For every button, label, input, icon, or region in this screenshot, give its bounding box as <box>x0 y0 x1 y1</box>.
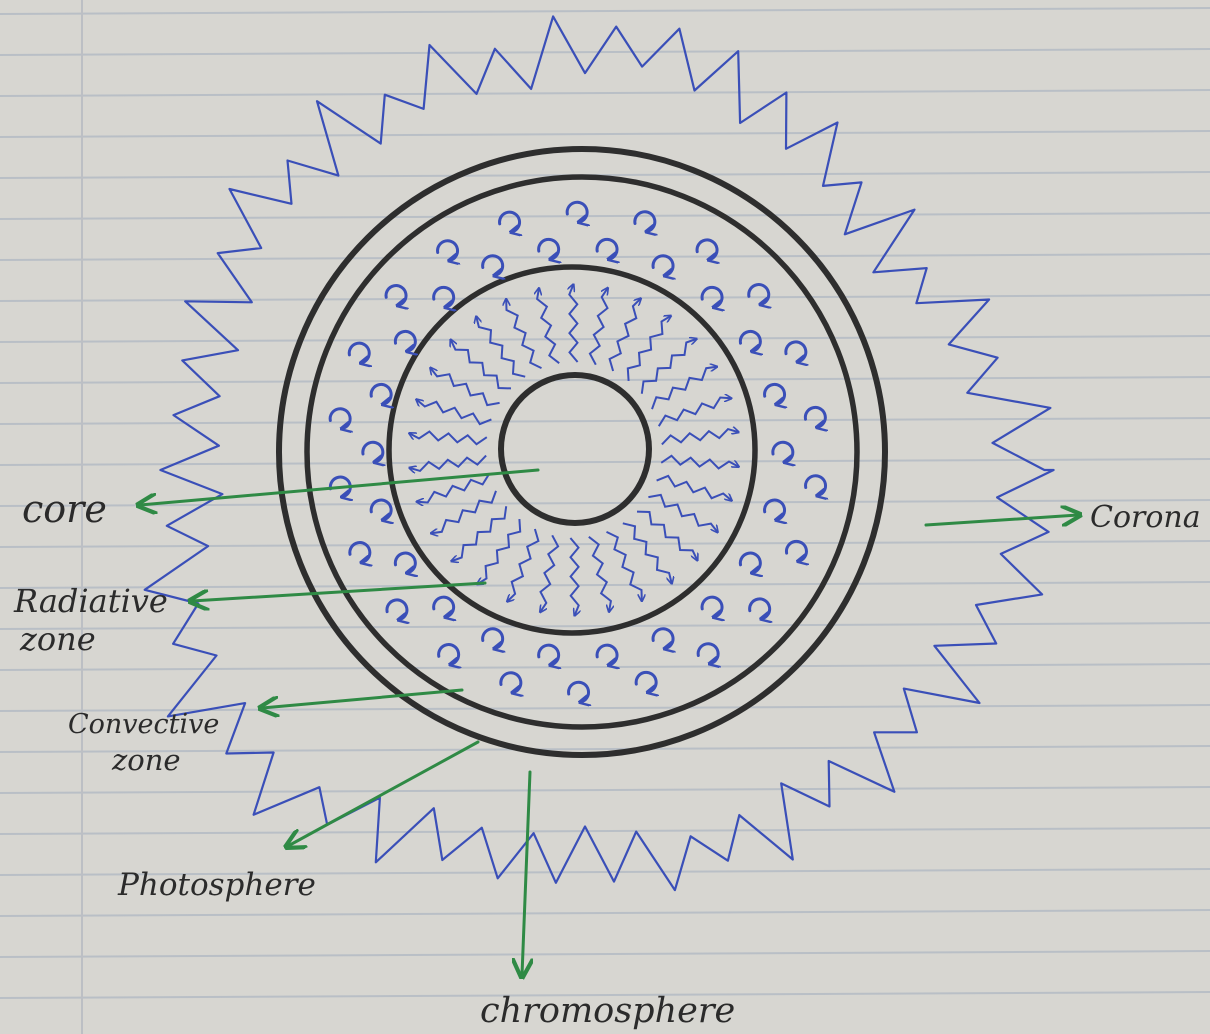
convection-curl-arrow <box>395 331 415 351</box>
ruled-line <box>0 49 1210 55</box>
label-core: core <box>22 487 107 531</box>
radiation-wavy-arrow <box>541 535 559 611</box>
corona-leader-arrow <box>926 515 1078 525</box>
ruled-line <box>0 828 1210 834</box>
radiation-wavy-arrow <box>410 432 487 445</box>
label-radiative-line2: zone <box>19 620 96 658</box>
convection-curl-arrow <box>786 541 806 561</box>
photosphere-leader-arrow <box>288 742 478 846</box>
radiation-wavy-arrow <box>537 289 559 363</box>
convection-curl-arrow <box>363 442 383 462</box>
radiation-wavy-arrow <box>589 537 611 611</box>
convection-curl-arrow <box>386 286 406 306</box>
label-convective-line1: Convective <box>68 709 219 740</box>
convection-curl-arrow <box>371 500 391 520</box>
convection-curl-arrow <box>740 331 760 351</box>
radiation-wavy-arrow <box>506 300 541 369</box>
radiation-wavy-arrow <box>657 476 732 500</box>
radiative-wavy-arrows <box>410 285 738 615</box>
convection-curl-arrow <box>395 553 415 573</box>
core-circle <box>501 375 649 523</box>
convection-curl-arrow <box>501 673 521 693</box>
radiation-wavy-arrow <box>628 316 671 381</box>
radiation-wavy-arrow <box>607 532 642 601</box>
core-leader-arrow <box>140 470 538 505</box>
convection-curl-arrow <box>653 256 673 276</box>
convection-curl-arrow <box>806 476 826 496</box>
convection-curl-arrow <box>636 672 656 692</box>
convection-curl-arrow <box>597 645 617 665</box>
label-corona: Corona <box>1090 500 1201 535</box>
convection-curl-arrow <box>702 597 722 617</box>
ruled-line <box>0 746 1210 752</box>
ruled-line <box>0 787 1210 793</box>
convection-curl-arrow <box>567 202 587 222</box>
convection-curl-arrow <box>749 285 769 305</box>
convection-curl-arrow <box>387 600 407 620</box>
radiation-wavy-arrow <box>432 491 497 533</box>
label-photosphere: Photosphere <box>117 867 316 903</box>
convective-leader-arrow <box>262 690 462 708</box>
ruled-line <box>0 910 1210 916</box>
chromosphere-leader-arrow <box>522 772 530 975</box>
ruled-line <box>0 664 1210 670</box>
radiation-wavy-arrow <box>648 495 717 532</box>
convection-curl-arrow <box>539 645 559 665</box>
convection-curl-arrow <box>653 629 673 649</box>
convection-curl-arrow <box>569 682 589 702</box>
label-chromosphere: chromosphere <box>480 991 735 1031</box>
radiation-wavy-arrow <box>662 429 738 444</box>
convection-curl-arrow <box>371 384 391 404</box>
ruled-line <box>0 254 1210 260</box>
convection-curl-arrow <box>500 212 520 232</box>
convection-curl-arrow <box>765 384 785 404</box>
convection-curl-arrow <box>786 342 806 362</box>
radiation-wavy-arrow <box>652 367 717 409</box>
radiation-wavy-arrow <box>417 400 492 424</box>
radiation-wavy-arrow <box>659 398 731 427</box>
convection-curl-arrow <box>349 343 369 363</box>
ruled-line <box>0 295 1210 301</box>
ruled-line <box>0 90 1210 96</box>
convection-curl-arrow <box>539 239 559 259</box>
label-convective-line2: zone <box>111 743 181 777</box>
convection-curl-arrow <box>434 597 454 617</box>
radiation-wavy-arrow <box>590 288 608 364</box>
radiation-wavy-arrow <box>431 368 500 405</box>
ruled-line <box>0 336 1210 342</box>
convection-curl-arrow <box>483 629 503 649</box>
convection-curl-arrow <box>483 256 503 276</box>
radiation-wavy-arrow <box>508 529 539 601</box>
convection-curl-arrow <box>635 212 655 232</box>
convection-curl-arrow <box>434 287 454 307</box>
convection-curl-arrow <box>750 599 770 619</box>
convection-curl-arrow <box>330 409 350 429</box>
radiation-wavy-arrow <box>569 285 577 362</box>
ruled-line <box>0 8 1210 14</box>
label-radiative-line1: Radiative <box>13 582 168 620</box>
convection-curl-arrow <box>740 553 760 573</box>
radiation-wavy-arrow <box>478 519 521 584</box>
ruled-line <box>0 951 1210 957</box>
radiation-wavy-arrow <box>610 299 641 371</box>
ruled-line <box>0 131 1210 137</box>
convection-curl-arrow <box>698 644 718 664</box>
convection-curl-arrow <box>773 442 793 462</box>
ruled-line <box>0 213 1210 219</box>
notebook-ruled-lines <box>0 8 1210 998</box>
radiation-wavy-arrow <box>570 538 578 615</box>
convection-curl-arrow <box>439 645 459 665</box>
convection-curl-arrow <box>805 407 825 427</box>
